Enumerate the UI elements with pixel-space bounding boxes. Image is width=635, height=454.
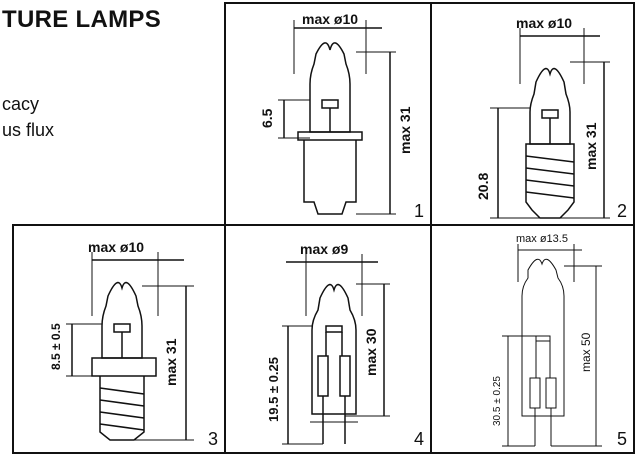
lamp-drawing-4: max ø9 19.5 ± 0.25 max 30 [266, 241, 390, 445]
lamp-drawing-3: max ø10 8.5 ± 0.5 max 31 [49, 239, 194, 441]
panel-number: 4 [413, 429, 424, 449]
lamp-panel-1: max ø10 6.5 max 31 1 [224, 2, 432, 226]
text-fragment-efficacy: cacy [2, 94, 40, 114]
base-dimension-label: 20.8 [475, 173, 491, 200]
height-dimension-label: max 30 [363, 328, 379, 376]
panel-number: 2 [616, 201, 627, 221]
width-dimension-label: max ø10 [88, 239, 144, 255]
filament-dimension-label: 6.5 [259, 108, 275, 128]
height-dimension-label: max 31 [163, 338, 179, 386]
lamp-drawing-5: max ø13.5 30.5 ± 0.25 max 50 [492, 233, 602, 447]
width-dimension-label: max ø10 [302, 11, 358, 27]
page-title: TURE LAMPS [2, 6, 161, 33]
lamp-panel-3: max ø10 8.5 ± 0.5 max 31 3 [12, 224, 226, 454]
height-dimension-label: max 50 [579, 332, 593, 372]
lamp-panel-5: max ø13.5 30.5 ± 0.25 max 50 5 [430, 224, 635, 454]
height-dimension-label: max 31 [397, 106, 413, 154]
collar-dimension-label: 8.5 ± 0.5 [49, 323, 63, 370]
width-dimension-label: max ø9 [300, 241, 348, 257]
width-dimension-label: max ø13.5 [516, 233, 568, 245]
pin-dimension-label: 19.5 ± 0.25 [266, 357, 281, 422]
height-dimension-label: max 31 [583, 122, 599, 170]
width-dimension-label: max ø10 [516, 15, 572, 31]
lamp-panel-2: max ø10 20.8 max 31 2 [430, 2, 635, 226]
text-fragment-flux: us flux [2, 120, 55, 140]
lamp-drawing-1: max ø10 6.5 max 31 [259, 11, 413, 215]
panel-number: 1 [413, 201, 424, 221]
panel-number: 5 [616, 429, 627, 449]
lamp-panel-4: max ø9 19.5 ± 0.25 max 30 4 [224, 224, 432, 454]
panel-number: 3 [207, 429, 218, 449]
lamp-drawing-2: max ø10 20.8 max 31 [475, 15, 610, 219]
pin-dimension-label: 30.5 ± 0.25 [492, 376, 503, 426]
